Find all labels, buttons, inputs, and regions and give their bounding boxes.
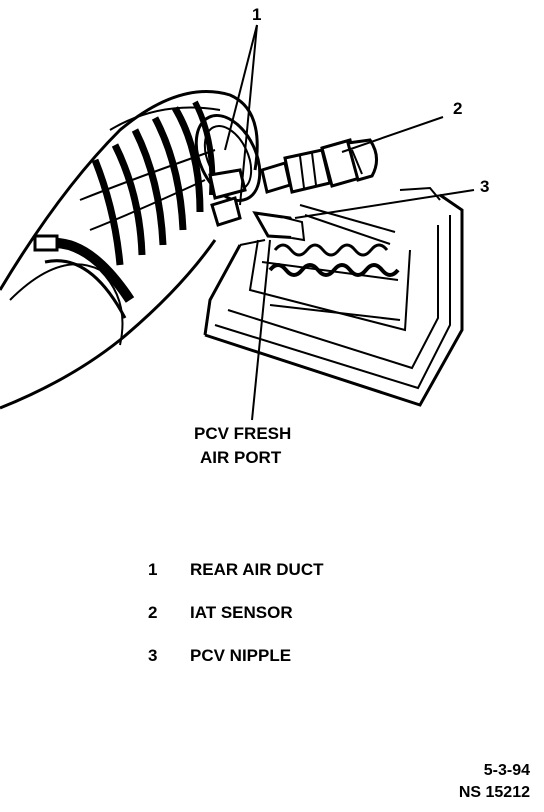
leader-line-1 [224,24,258,151]
legend-text: IAT SENSOR [190,603,293,622]
parts-legend: 1 REAR AIR DUCT 2 IAT SENSOR 3 PCV NIPPL… [148,560,448,689]
legend-text: PCV NIPPLE [190,646,292,665]
port-label-line1: PCV FRESH [194,424,292,443]
legend-text: REAR AIR DUCT [190,560,324,579]
leader-line-port [251,239,271,421]
pcv-fresh-air-port-label: PCV FRESH AIR PORT [194,422,291,470]
rear-air-duct [0,90,262,410]
legend-number: 3 [148,646,158,665]
port-label-line2: AIR PORT [200,448,282,467]
leader-lines [224,24,475,421]
air-cleaner-housing [203,186,464,407]
callout-1: 1 [252,5,261,24]
legend-number: 1 [148,560,158,579]
legend-row: 3 PCV NIPPLE [148,646,448,689]
leader-line-2 [341,116,444,153]
pcv-nipple [252,211,306,242]
figure-footer: 5-3-94 NS 15212 [459,760,530,804]
iat-sensor [260,138,378,194]
leader-line-1b [239,24,258,206]
leader-line-3 [294,189,475,219]
legend-row: 2 IAT SENSOR [148,603,448,646]
legend-number: 2 [148,603,158,622]
figure-date: 5-3-94 [483,762,530,779]
air-duct-diagram: 1 2 3 [0,5,489,421]
legend-row: 1 REAR AIR DUCT [148,560,448,603]
figure-code: NS 15212 [458,784,530,801]
callout-3: 3 [480,177,489,196]
callout-2: 2 [453,99,462,118]
